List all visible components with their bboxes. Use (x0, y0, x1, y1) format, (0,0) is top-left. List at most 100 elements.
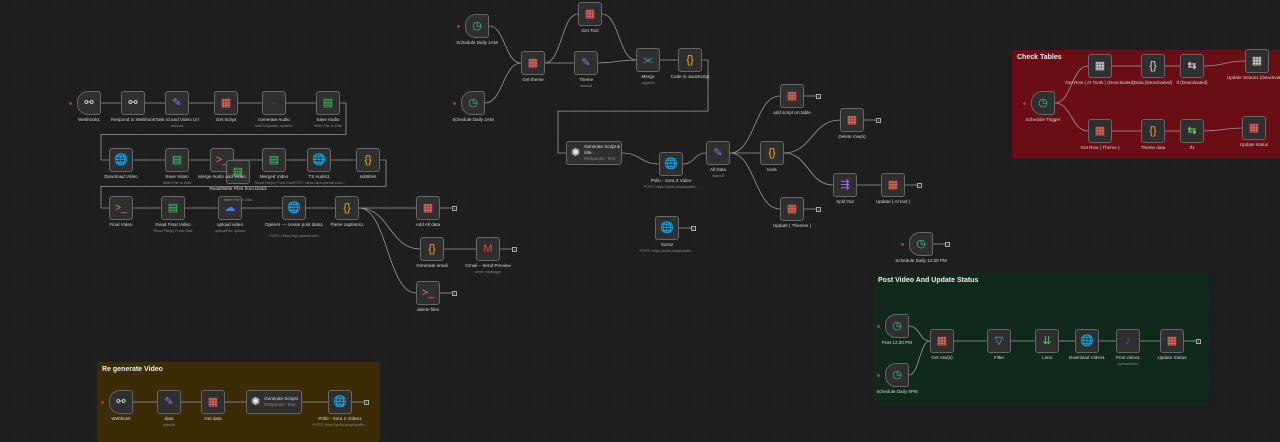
node-datad[interactable]: {} (1141, 54, 1165, 78)
node-postvideo1[interactable]: ♪ (1116, 329, 1140, 353)
connection-sch2am-gettheme[interactable] (484, 62, 522, 104)
node-limit[interactable]: ⇊ (1035, 329, 1059, 353)
node-if1[interactable]: ⇆ (1180, 119, 1204, 143)
connection-ifd-updstatus1[interactable] (1203, 60, 1246, 67)
node-filter[interactable]: ▽ (987, 329, 1011, 353)
add-node-button[interactable]: + (1196, 338, 1201, 344)
table-icon: ▦ (1166, 334, 1178, 347)
node-alldata[interactable]: ✎ (706, 141, 730, 165)
add-node-button[interactable]: + (364, 399, 369, 405)
connection-tools-splitout[interactable] (783, 152, 834, 186)
node-pollo[interactable]: 🌐 (659, 152, 683, 176)
node-gettool[interactable]: ▦ (578, 2, 602, 26)
node-delrow[interactable]: ▦ (840, 108, 864, 132)
node-getrows[interactable]: ▦ (930, 329, 954, 353)
connection-schtrig-getrowai[interactable] (1054, 65, 1089, 104)
add-node-button[interactable]: + (876, 117, 881, 123)
add-node-button[interactable]: + (816, 93, 821, 99)
add-node-button[interactable]: + (945, 241, 950, 247)
node-getrowtheme[interactable]: ▦ (1088, 119, 1112, 143)
node-updtool[interactable]: ▦ (881, 173, 905, 197)
node-updstatus2[interactable]: ▦ (1160, 329, 1184, 353)
node-merge[interactable]: ⫘ (636, 48, 660, 72)
add-node-button[interactable]: + (452, 205, 457, 211)
add-node-button[interactable]: + (917, 182, 922, 188)
node-genemail[interactable]: {} (420, 237, 444, 261)
node-splitout[interactable]: ⇶ (833, 173, 857, 197)
node-dlvideo[interactable]: 🌐 (109, 148, 133, 172)
node-sch6pm[interactable]: ◷ (885, 363, 909, 387)
connection-alldata-addscript[interactable] (729, 95, 781, 154)
node-taskid[interactable]: ✎ (165, 91, 189, 115)
add-node-button[interactable]: + (816, 206, 821, 212)
node-gettheme[interactable]: ▦ (521, 51, 545, 75)
node-addscript[interactable]: ▦ (780, 84, 804, 108)
node-schtrig[interactable]: ◷ (1031, 91, 1055, 115)
node-gmail[interactable]: M (476, 237, 500, 261)
node-rw3[interactable]: ▤ (226, 160, 250, 184)
node-readfinal[interactable]: ▤ (161, 196, 185, 220)
node-updstatus1[interactable]: ▦ (1245, 49, 1269, 73)
node-saveaudio[interactable]: ▤ (316, 91, 340, 115)
node-sch2am[interactable]: ◷ (461, 91, 485, 115)
node-respond[interactable]: ⚯ (121, 91, 145, 115)
node-merged[interactable]: ▤ (262, 148, 286, 172)
connection-if1-updstatus[interactable] (1203, 127, 1243, 132)
connection-tools-delrow[interactable] (783, 119, 841, 154)
node-getrowai[interactable]: ▦ (1088, 54, 1112, 78)
connection-parse-genemail[interactable] (358, 207, 421, 250)
node-data[interactable]: ✎ (157, 390, 181, 414)
node-updstatus[interactable]: ▦ (1242, 116, 1266, 140)
connection-codejs-genscript[interactable] (557, 59, 709, 154)
clock-icon: ◷ (468, 96, 478, 109)
connection-genscript-pollo[interactable] (621, 152, 660, 165)
connection-subtitles-finalvideo[interactable] (100, 159, 387, 209)
group-title: Check Tables (1017, 54, 1062, 61)
connection-sch1am-gettheme[interactable] (488, 25, 522, 64)
node-addall[interactable]: ▦ (416, 196, 440, 220)
node-getdata[interactable]: ▦ (201, 390, 225, 414)
connection-gettool-merge[interactable] (601, 13, 637, 61)
node-parse[interactable]: {} (335, 196, 359, 220)
connection-alldata-updthemes[interactable] (729, 152, 781, 210)
node-codejs[interactable]: {} (678, 48, 702, 72)
node-delfiles[interactable]: >_ (416, 281, 440, 305)
node-tools[interactable]: {} (760, 141, 784, 165)
connection-theme-merge[interactable] (597, 59, 637, 64)
node-sch1am[interactable]: ◷ (465, 14, 489, 38)
connection-parse-delfiles[interactable] (358, 207, 417, 294)
node-subtitles[interactable]: {} (356, 148, 380, 172)
add-node-button[interactable]: + (691, 225, 696, 231)
node-getscript[interactable]: ▦ (214, 91, 238, 115)
node-webhook1[interactable]: ⚯ (77, 91, 101, 115)
connection-pollo-alldata[interactable] (682, 152, 707, 165)
connection-saveaudio-dlvideo[interactable] (100, 102, 347, 161)
node-pollo1[interactable]: 🌐 (328, 390, 352, 414)
trigger-indicator (877, 373, 880, 377)
node-openai[interactable]: 🌐 (282, 196, 306, 220)
node-savevideo[interactable]: ▤ (165, 148, 189, 172)
node-genscript[interactable]: ✺Generate Script & title...Response: Tex… (566, 141, 622, 165)
node-upload[interactable]: ☁ (218, 196, 242, 220)
add-node-button[interactable]: + (452, 290, 457, 296)
connection-sch6pm-getrows[interactable] (908, 340, 931, 376)
node-finalvideo[interactable]: >_ (109, 196, 133, 220)
node-ifd[interactable]: ⇆ (1180, 54, 1204, 78)
node-themedata[interactable]: {} (1141, 119, 1165, 143)
node-theme[interactable]: ✎ (574, 51, 598, 75)
connection-post1230-getrows[interactable] (908, 325, 931, 342)
node-webhook[interactable]: ⚯ (109, 390, 133, 414)
node-ts1[interactable]: 🌐 (307, 148, 331, 172)
node-sora2[interactable]: 🌐 (655, 216, 679, 240)
node-genaudio[interactable]: · (262, 91, 286, 115)
node-sch1230[interactable]: ◷ (909, 232, 933, 256)
node-updthemes[interactable]: ▦ (780, 197, 804, 221)
code-icon: {} (1149, 59, 1157, 72)
add-node-button[interactable]: + (512, 246, 517, 252)
node-dlvideo1[interactable]: 🌐 (1075, 329, 1099, 353)
connection-schtrig-getrowtheme[interactable] (1054, 102, 1089, 132)
node-post1230[interactable]: ◷ (885, 314, 909, 338)
connection-gettheme-gettool[interactable] (544, 13, 579, 64)
